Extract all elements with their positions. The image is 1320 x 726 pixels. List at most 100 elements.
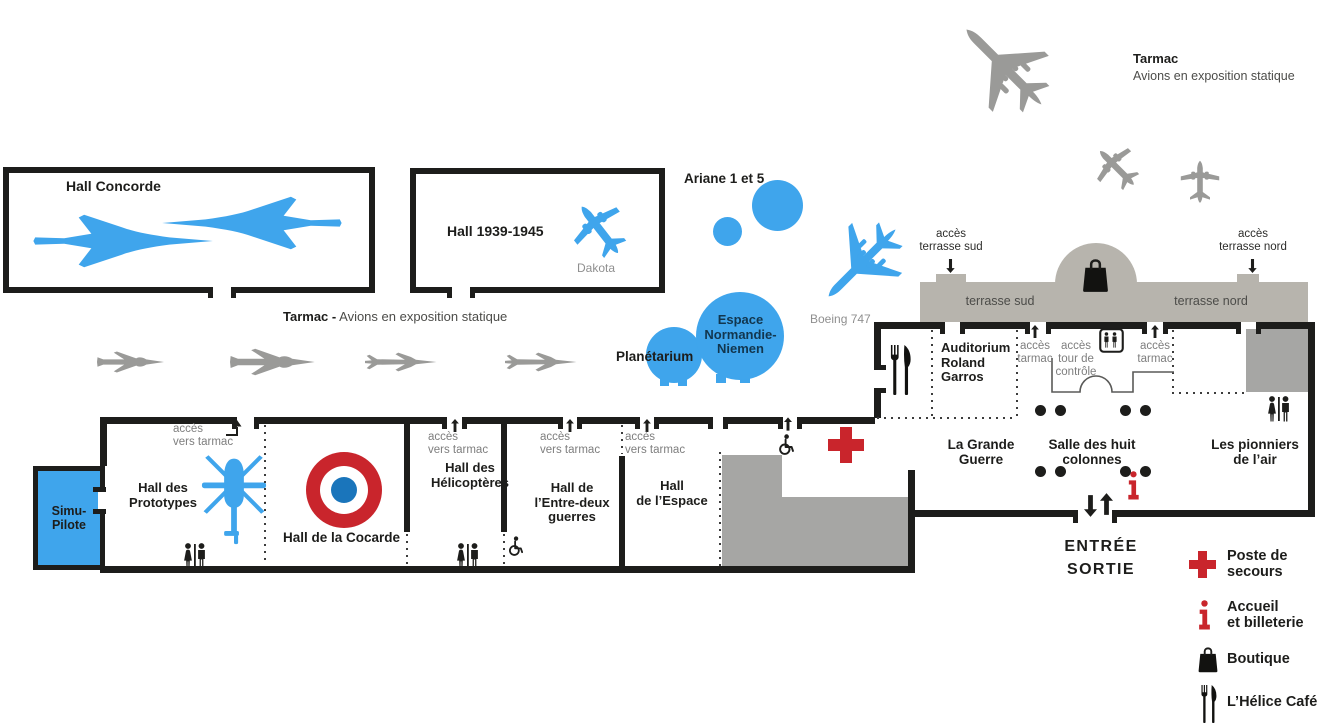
entree-label: ENTRÉE (1059, 538, 1143, 556)
fighter-jet-icon (365, 352, 437, 372)
fighter-jet-icon (505, 352, 577, 372)
label-line: colonnes (1062, 452, 1122, 468)
hall-concorde-label: Hall Concorde (66, 178, 161, 195)
tarmac-display-title: Tarmac (1133, 51, 1178, 67)
entrance-gap (1078, 510, 1112, 517)
hall-espace-label: Hall de l’Espace (626, 478, 718, 508)
wall (100, 566, 915, 573)
info-icon (1199, 600, 1210, 630)
hall-cocarde-label: Hall de la Cocarde (283, 530, 400, 545)
label-line: guerres (548, 509, 596, 525)
entrance-arrow-down-icon (1084, 495, 1097, 517)
label-line: vers tarmac (173, 435, 234, 448)
normandie-niemen-dome (696, 292, 784, 380)
pionniers-label: Les pionniers de l’air (1208, 437, 1302, 468)
small-plane-icon (1180, 160, 1220, 203)
tarmac-display-subtitle: Avions en exposition statique (1133, 69, 1295, 83)
arrow-up-icon (1031, 325, 1039, 338)
door-bracket (960, 323, 965, 334)
door-bracket (635, 418, 640, 429)
label-line: La Grande (947, 437, 1015, 452)
legend-accueil-label: Accueil et billeterie (1227, 599, 1304, 632)
first-aid-cross-icon (1189, 551, 1216, 578)
exit-arrow-up-icon (1100, 493, 1113, 515)
hall-1939-label: Hall 1939-1945 (447, 223, 544, 240)
acces-vers-tarmac-label: accès vers tarmac (428, 431, 488, 457)
label-line: Boeing 747 (810, 312, 871, 326)
arrow-up-icon (784, 417, 792, 431)
planetarium-label: Planétarium (616, 349, 693, 364)
terrasse-nord-label: terrasse nord (1151, 294, 1271, 308)
sortie-label: SORTIE (1059, 561, 1143, 579)
label-line: Hall Concorde (66, 178, 161, 194)
label-line: Roland (941, 354, 986, 370)
column-dot (1120, 466, 1131, 477)
door-gap (1030, 322, 1046, 329)
simu-pilote-label: Simu-Pilote (38, 504, 100, 532)
dome-foot (678, 378, 687, 386)
door-bracket (577, 418, 582, 429)
legend-boutique-label: Boutique (1227, 651, 1290, 667)
auditorium-label: Auditorium Roland Garros (941, 340, 1010, 385)
label-line: accès (540, 431, 571, 443)
label-line: SORTIE (1067, 561, 1135, 578)
door-bracket (708, 418, 713, 429)
door-gap (1241, 322, 1256, 329)
hall-helicopteres-label: Hall des Hélicoptères (413, 460, 527, 490)
label-line: terrasse nord (1174, 294, 1248, 308)
column-dot (1055, 405, 1066, 416)
label-line: accès (935, 228, 967, 240)
label-line: accès (1139, 340, 1171, 352)
label-line: l’Entre-deux (534, 494, 610, 510)
label-line: Ariane 1 et 5 (684, 171, 765, 186)
label-line: Accueil (1227, 599, 1279, 615)
wall (501, 422, 507, 532)
arrow-down-icon (1248, 259, 1257, 273)
label-line: secours (1227, 564, 1283, 581)
label-line: Dakota (577, 261, 616, 275)
ariane-circle (713, 217, 742, 246)
door-bracket (1112, 511, 1117, 523)
door-bracket (93, 487, 106, 492)
label-line: terrasse sud (965, 294, 1035, 308)
door-bracket (1142, 323, 1147, 334)
cocarde-center-blue (331, 477, 357, 503)
door-bracket (797, 418, 802, 429)
helicopter-icon (201, 455, 267, 545)
door-gap (874, 370, 881, 388)
restrooms-icon (184, 543, 205, 569)
label-line: L’Hélice Café (1227, 694, 1318, 710)
wall (908, 470, 915, 573)
label-line: Espace (717, 312, 764, 327)
dotted-partition (406, 534, 408, 566)
column-dot (1055, 466, 1066, 477)
label-line: vers tarmac (428, 443, 489, 456)
label-line: Niemen (717, 341, 764, 357)
door-gap (98, 492, 108, 509)
acces-vers-tarmac-label: accès vers tarmac (540, 431, 600, 457)
wall (619, 456, 625, 566)
terrace-south-access-tab (936, 274, 966, 283)
label-line: accès (428, 431, 459, 443)
label-line: accès (1060, 340, 1092, 352)
acces-tarmac-label: accès tarmac (1136, 340, 1174, 366)
dotted-partition (877, 417, 1017, 419)
door-bracket (1236, 323, 1241, 334)
door-bracket (1025, 323, 1030, 334)
door-gap (713, 417, 723, 424)
column-dot (1140, 405, 1151, 416)
label-line: Les pionniers (1211, 437, 1299, 452)
gray-room-block (1246, 326, 1308, 392)
label-line: tour de (1058, 352, 1094, 365)
acces-terrasse-nord-label: accès terrasse nord (1213, 228, 1293, 254)
arrow-up-icon (1151, 325, 1159, 338)
label-line: Hall de la Cocarde (283, 530, 401, 545)
label-line: Hall des (445, 460, 495, 475)
door-bracket (940, 323, 945, 334)
wall (100, 417, 107, 466)
wall (100, 417, 875, 424)
label-line: tarmac (1137, 352, 1173, 365)
door-bracket (723, 418, 728, 429)
label-line: vers tarmac (540, 443, 601, 456)
